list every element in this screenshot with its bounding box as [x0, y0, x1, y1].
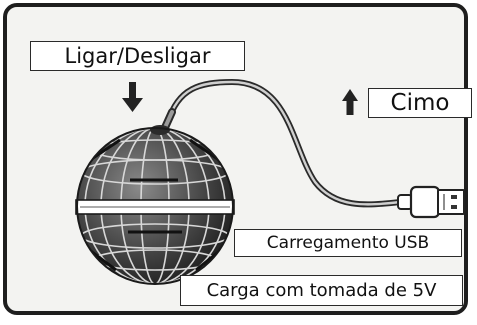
usb-charging-label: Carregamento USB [234, 229, 462, 257]
charge-5v-label: Carga com tomada de 5V [180, 275, 463, 306]
up-arrow-icon [342, 89, 358, 115]
spinner-ball-icon [75, 125, 235, 285]
up-label: Cimo [368, 88, 472, 118]
power-label: Ligar/Desligar [30, 41, 245, 71]
down-arrow-icon [122, 82, 143, 112]
usb-plug-icon [397, 185, 465, 219]
